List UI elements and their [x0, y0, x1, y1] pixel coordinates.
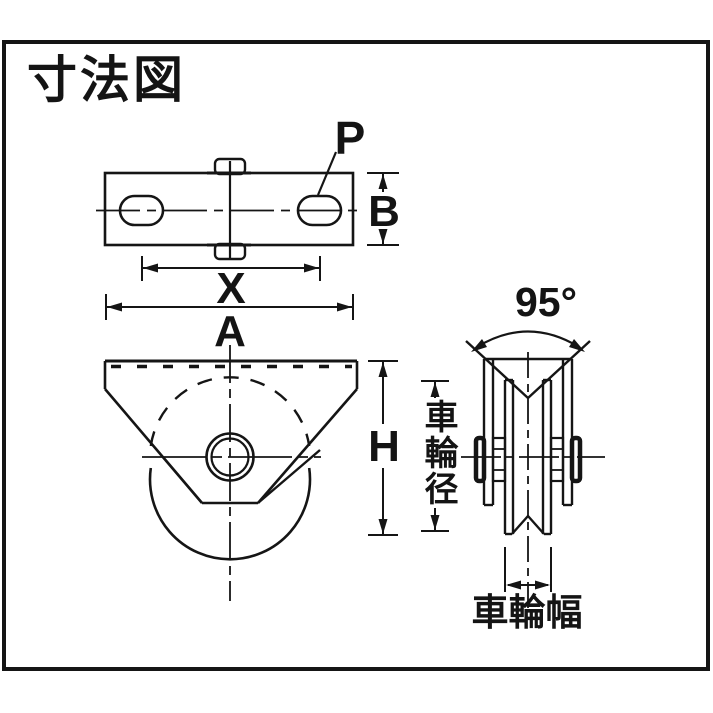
- dim-label-b: B: [368, 187, 400, 236]
- page-title: 寸法図: [27, 52, 186, 108]
- dimension-b: [367, 172, 399, 246]
- p-leader-line: [316, 151, 338, 196]
- bracket-right-side: [257, 388, 358, 504]
- dim-label-wheel-width: 車輪幅: [471, 592, 583, 633]
- hole-label-p: P: [334, 112, 366, 164]
- dim-label-a: A: [214, 307, 246, 356]
- dimension-wheel-width: [504, 547, 552, 592]
- drawing-border: [2, 40, 710, 671]
- side-view-wheel: [461, 340, 605, 608]
- dimension-h: [368, 360, 398, 536]
- hub-blocks: [491, 436, 565, 483]
- top-view-plate: [96, 151, 364, 261]
- dim-label-h: H: [368, 422, 400, 471]
- dimension-groove-angle: [471, 330, 585, 352]
- left-axle-stub: [473, 435, 487, 484]
- front-view-bracket: [103, 345, 359, 601]
- right-axle-stub: [569, 435, 583, 484]
- dim-label-x: X: [216, 264, 246, 313]
- bracket-left-cutout: [162, 456, 203, 504]
- dimension-a: [105, 294, 354, 320]
- dim-label-groove-angle: 95°: [514, 279, 577, 325]
- bracket-right-cutout: [257, 449, 321, 504]
- dimension-wheel-diameter: [421, 380, 449, 532]
- dim-label-wheel-diameter: 車輪径: [419, 399, 457, 507]
- dimension-x: [141, 256, 321, 281]
